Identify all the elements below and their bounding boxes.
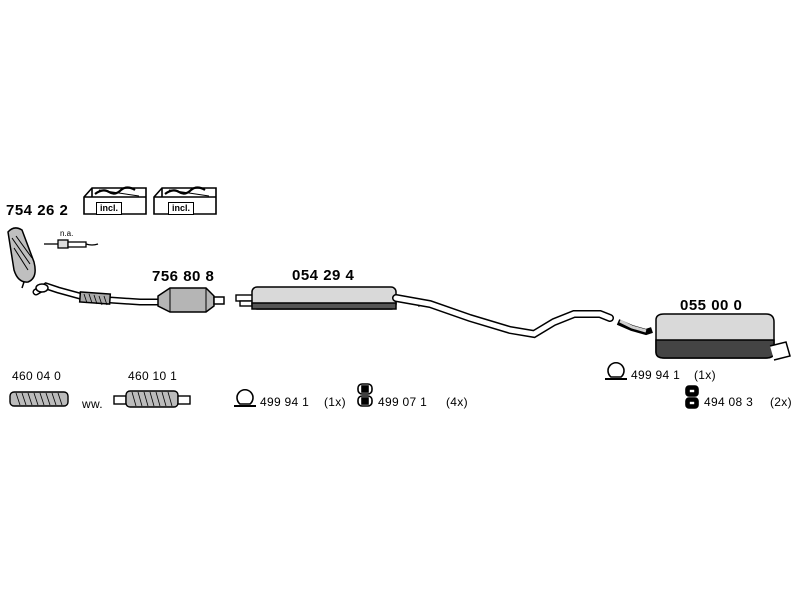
kit-box-label: incl. <box>168 202 195 215</box>
clamp-part-number: 499 94 1 <box>260 395 310 409</box>
front-pipe-icon <box>32 282 164 306</box>
ww-label: ww. <box>82 397 103 411</box>
part-number-rear-silencer: 055 00 0 <box>680 297 743 314</box>
part-number-flex-pipe-2: 460 10 1 <box>128 369 178 383</box>
clamp-icon <box>234 389 256 407</box>
rear-clamp-part-number: 499 94 1 <box>631 368 681 382</box>
part-number-flex-pipe-1: 460 04 0 <box>12 369 62 383</box>
rear-clamp-quantity: (1x) <box>694 368 716 382</box>
rear-silencer-icon <box>616 313 791 361</box>
flex-pipe-460101-icon <box>113 390 191 408</box>
hanger-icon <box>357 383 373 407</box>
rubber-mount-part-number: 494 08 3 <box>704 395 754 409</box>
clamp-icon <box>605 362 627 380</box>
hanger-part-number: 499 07 1 <box>378 395 428 409</box>
rubber-mount-quantity: (2x) <box>770 395 792 409</box>
clamp-quantity: (1x) <box>324 395 346 409</box>
center-catalyst-icon <box>157 287 225 313</box>
part-number-middle-silencer: 054 29 4 <box>292 267 355 284</box>
hanger-quantity: (4x) <box>446 395 468 409</box>
oxygen-sensor-icon <box>44 239 99 249</box>
sensor-note: n.a. <box>60 229 74 238</box>
front-catalyst-icon <box>7 227 36 289</box>
part-number-front-catalyst: 754 26 2 <box>6 202 69 219</box>
rubber-mount-icon <box>685 385 699 409</box>
kit-box-label: incl. <box>96 202 123 215</box>
intermediate-pipe-icon <box>392 294 614 339</box>
part-number-center-catalyst: 756 80 8 <box>152 268 215 285</box>
flex-pipe-460040-icon <box>9 391 69 407</box>
